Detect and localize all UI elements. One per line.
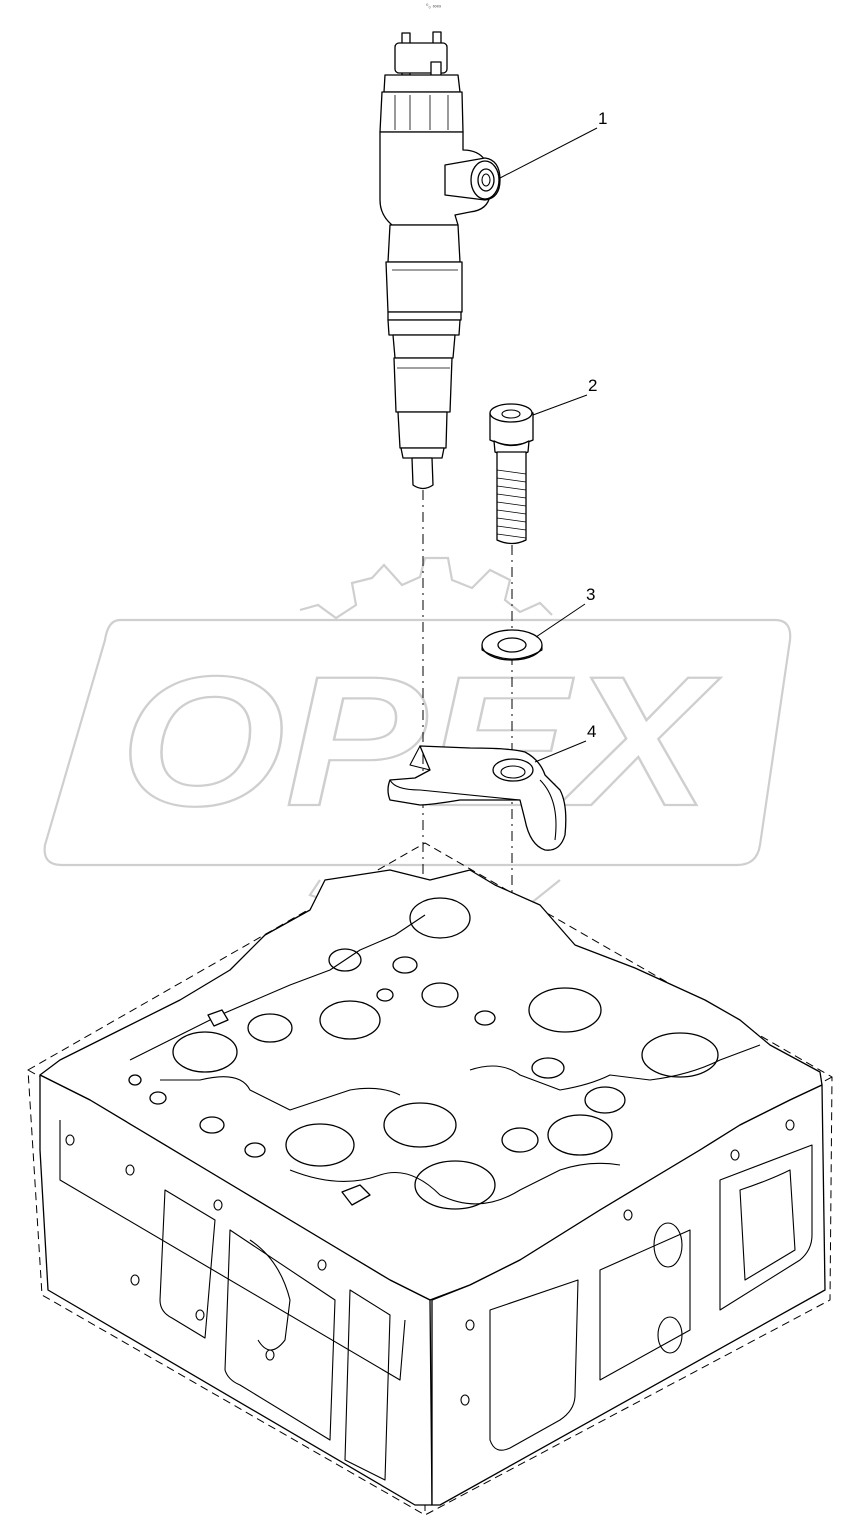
bolt-icon (489, 403, 534, 545)
clamp-icon (387, 745, 567, 851)
callout-1: 1 (598, 109, 607, 128)
cylinder-head-icon (27, 842, 833, 1516)
washer-icon (481, 629, 543, 661)
callout-1-leader (499, 127, 598, 179)
header-mark: ⁰₀ ∞∞ (426, 3, 441, 10)
svg-text:OPEX: OPEX (120, 639, 721, 845)
callout-3: 3 (586, 585, 595, 604)
callout-2-leader (532, 394, 588, 416)
callout-4: 4 (587, 722, 596, 741)
watermark: OPEX (43, 556, 792, 917)
callout-3-leader (535, 603, 586, 638)
callout-4-leader (534, 740, 587, 763)
injector-icon (379, 31, 501, 490)
callout-2: 2 (588, 376, 597, 395)
watermark-text: OPEX (119, 638, 722, 846)
